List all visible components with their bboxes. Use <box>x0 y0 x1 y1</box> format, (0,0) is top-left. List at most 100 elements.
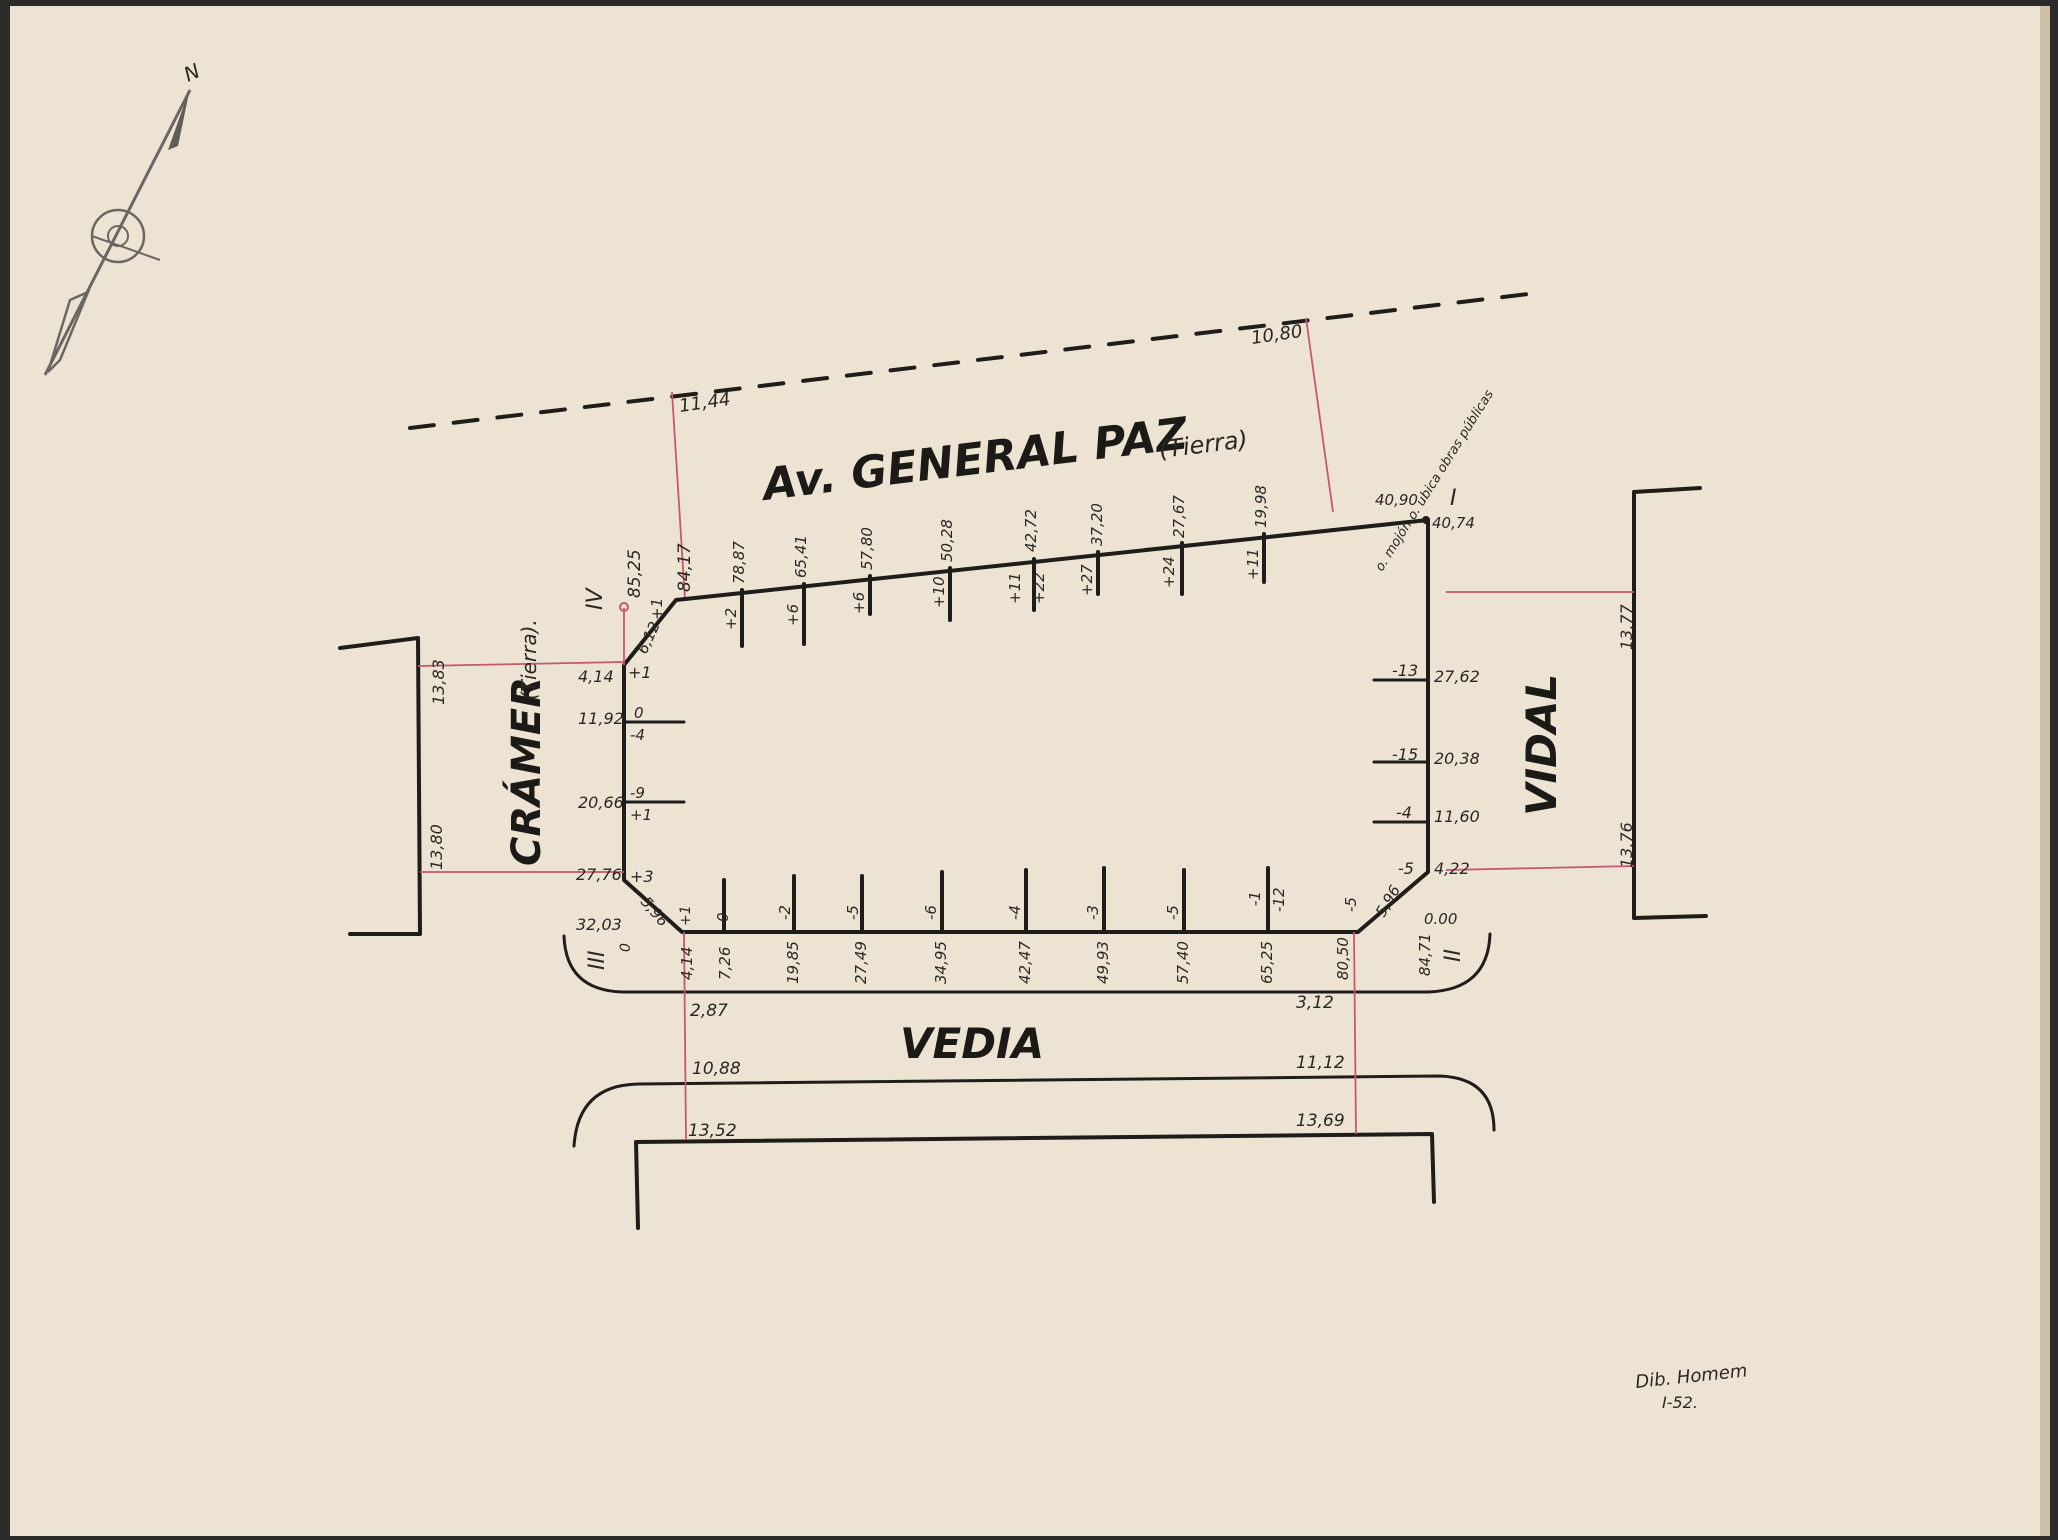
north-offset-label-2: +2 <box>722 608 740 630</box>
east-offset-label-1: -13 <box>1392 661 1418 680</box>
north-station-label-6: 37,20 <box>1088 503 1106 546</box>
south-station-label-5: 34,95 <box>932 941 950 984</box>
north-offset-label-9: +24 <box>1160 556 1178 588</box>
east-station-label-2: 20,38 <box>1434 749 1480 768</box>
street-name-vidal: VIDAL <box>1517 674 1566 816</box>
south-width-line-2 <box>1353 931 1357 1135</box>
east-station-label-3: 11,60 <box>1434 807 1480 826</box>
east-offset-label-4: -5 <box>1398 859 1414 878</box>
east-offset-label-2: -15 <box>1392 745 1418 764</box>
west-offset-label-6: +3 <box>630 867 654 886</box>
south-corner-zero-2: 0.00 <box>1424 910 1457 928</box>
north-corner-label-4: 40,74 <box>1432 514 1475 532</box>
south-offset-label-4: -5 <box>844 905 862 920</box>
south-offset-label-10: -12 <box>1270 888 1288 913</box>
south-width-label-6: 13,69 <box>1296 1111 1345 1131</box>
south-width-line-1 <box>683 931 687 1141</box>
south-width-label-1: 2,87 <box>690 1001 728 1021</box>
west-offset-label-4: -9 <box>630 784 645 802</box>
south-width-label-2: 3,12 <box>1296 993 1334 1013</box>
west-station-label-4: 27,76 <box>576 865 622 884</box>
general-paz-dashed-line <box>408 290 1547 430</box>
south-station-label-11: 84,71 <box>1416 933 1434 976</box>
north-offset-label-5: +10 <box>930 576 948 608</box>
north-station-label-4: 50,28 <box>938 519 956 562</box>
south-offset-label-7: -3 <box>1084 905 1102 920</box>
north-corner-label-3: 40,90 <box>1375 491 1418 509</box>
block-outline <box>622 518 1430 934</box>
north-corner-label-1: 85,25 <box>625 549 645 598</box>
street-name-vedia: VEDIA <box>900 1019 1044 1068</box>
south-station-label-9: 65,25 <box>1258 941 1276 984</box>
north-station-label-3: 57,80 <box>858 527 876 570</box>
north-offset-label-4: +6 <box>850 592 868 614</box>
south-offset-label-8: -5 <box>1164 905 1182 920</box>
north-station-label-1: 78,87 <box>730 541 748 584</box>
street-name-cramer: CRÁMER <box>502 677 550 866</box>
east-station-label-4: 4,22 <box>1434 859 1470 878</box>
north-offset-label-10: +11 <box>1244 548 1262 580</box>
south-width-label-4: 11,12 <box>1296 1053 1345 1073</box>
east-edge-measurements: -13 27,62 -15 20,38 -4 11,60 -5 4,22 <box>1372 661 1480 878</box>
east-width-label-2: 13,76 <box>1617 822 1636 868</box>
south-offset-label-5: -6 <box>922 905 940 920</box>
south-offset-label-9: -1 <box>1246 891 1264 906</box>
west-offset-label-3: -4 <box>630 726 645 744</box>
south-station-label-6: 42,47 <box>1016 941 1034 984</box>
east-width-label-1: 13,77 <box>1617 603 1636 650</box>
west-width-label-2: 13,80 <box>427 824 446 870</box>
west-station-label-2: 11,92 <box>578 709 624 728</box>
north-offset-label-8: +27 <box>1078 564 1096 596</box>
west-station-label-5: 32,03 <box>576 915 622 934</box>
south-edge-measurements: 5,96 5,96 0 0.00 +1 4,14 0 7,26 -2 19,85… <box>618 866 1457 984</box>
south-offset-label-2: 0 <box>714 912 732 922</box>
south-offset-label-6: -4 <box>1006 905 1024 920</box>
west-station-label-3: 20,66 <box>578 793 624 812</box>
corner-label-iii: III <box>585 951 610 970</box>
north-offset-label-7: +22 <box>1030 572 1048 604</box>
north-distance-line-1 <box>671 391 686 601</box>
west-opposite-block <box>338 636 422 936</box>
west-offset-label-2: 0 <box>634 704 644 722</box>
south-near-curb <box>562 932 1492 994</box>
corner-i-marker <box>1422 516 1430 524</box>
street-surface-cramer: (Tierra). <box>517 619 541 700</box>
paper-background <box>10 6 2050 1536</box>
west-street: 13,83 13,80 CRÁMER (Tierra). <box>338 619 625 936</box>
west-width-line-1 <box>417 661 625 667</box>
north-station-label-7: 27,67 <box>1170 495 1188 538</box>
north-station-label-8: 19,98 <box>1252 485 1270 528</box>
north-offset-label-6: +11 <box>1006 572 1024 604</box>
corner-iv-marker <box>619 602 629 612</box>
west-width-label-1: 13,83 <box>429 659 448 705</box>
south-opposite-block <box>634 1132 1436 1230</box>
east-opposite-block <box>1632 486 1708 920</box>
corner-label-i: I <box>1450 486 1457 511</box>
south-width-label-5: 13,52 <box>688 1121 737 1141</box>
corner-label-ii: II <box>1441 949 1466 962</box>
north-distance-line-2 <box>1305 317 1334 513</box>
south-corner-zero-1: 0 <box>618 943 634 952</box>
south-offset-label-3: -2 <box>776 905 794 920</box>
north-station-label-2: 65,41 <box>792 535 810 578</box>
south-offset-label-1: +1 <box>678 905 694 926</box>
east-offset-label-3: -4 <box>1396 803 1412 822</box>
south-far-curb <box>572 1074 1496 1148</box>
north-station-label-5: 42,72 <box>1022 509 1040 552</box>
south-station-label-1: 4,14 <box>678 947 696 980</box>
west-offset-label-1: +1 <box>628 663 652 682</box>
south-width-label-3: 10,88 <box>692 1059 741 1079</box>
south-station-label-4: 27,49 <box>852 941 870 984</box>
west-station-label-1: 4,14 <box>578 667 614 686</box>
paper-shadow-edge <box>2040 6 2050 1536</box>
south-street: 2,87 3,12 10,88 11,12 13,52 13,69 VEDIA <box>562 931 1496 1230</box>
east-street: 13,77 13,76 VIDAL <box>1445 486 1708 920</box>
south-station-label-7: 49,93 <box>1094 941 1112 984</box>
west-offset-label-5: +1 <box>630 806 652 824</box>
corner-label-iv: IV <box>583 587 608 610</box>
east-width-line-2 <box>1445 865 1635 871</box>
south-station-label-10: 80,50 <box>1334 937 1352 980</box>
north-offset-label-1: +1 <box>648 598 666 620</box>
north-arrow-icon: N <box>43 58 204 376</box>
